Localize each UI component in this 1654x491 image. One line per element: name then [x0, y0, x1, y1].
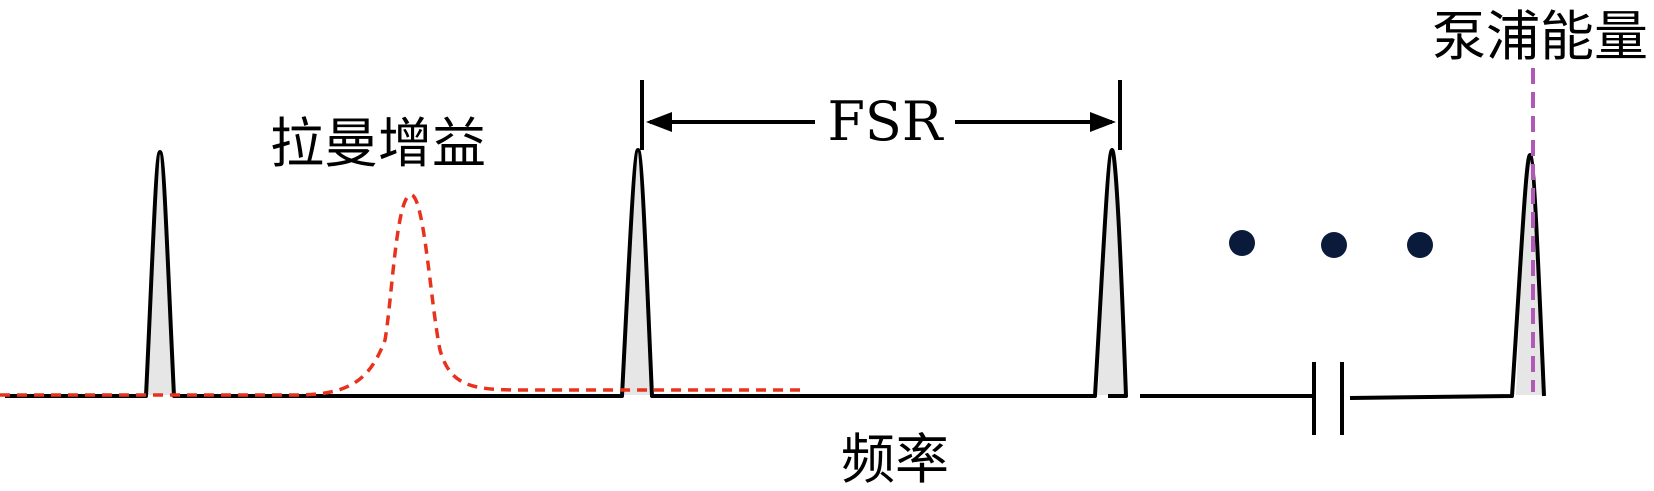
axis-break-icon [1312, 362, 1344, 435]
frequency-label: 频率 [841, 428, 949, 491]
resonance-spectrum [5, 148, 1546, 400]
raman-gain-curve [0, 193, 800, 397]
resonance-peaks [148, 150, 1544, 395]
resonance-peak-3 [1098, 150, 1126, 395]
fsr-marker [640, 80, 1122, 150]
spectrum-segment-1 [5, 148, 1128, 398]
resonance-peak-4 [1516, 155, 1544, 395]
raman-gain-label: 拉曼增益 [270, 112, 486, 175]
ellipsis-dots [1229, 230, 1433, 258]
ellipsis-dot-1 [1229, 230, 1255, 256]
resonance-peak-2 [624, 150, 652, 395]
fsr-label: FSR [827, 90, 943, 153]
pump-energy-label: 泵浦能量 [1432, 5, 1648, 68]
ellipsis-dot-2 [1321, 232, 1347, 258]
fsr-arrowhead-left-icon [646, 112, 672, 132]
resonance-peak-1 [148, 150, 174, 395]
spectrum-segment-3 [1349, 153, 1546, 400]
fsr-arrowhead-right-icon [1090, 112, 1116, 132]
ellipsis-dot-3 [1407, 232, 1433, 258]
